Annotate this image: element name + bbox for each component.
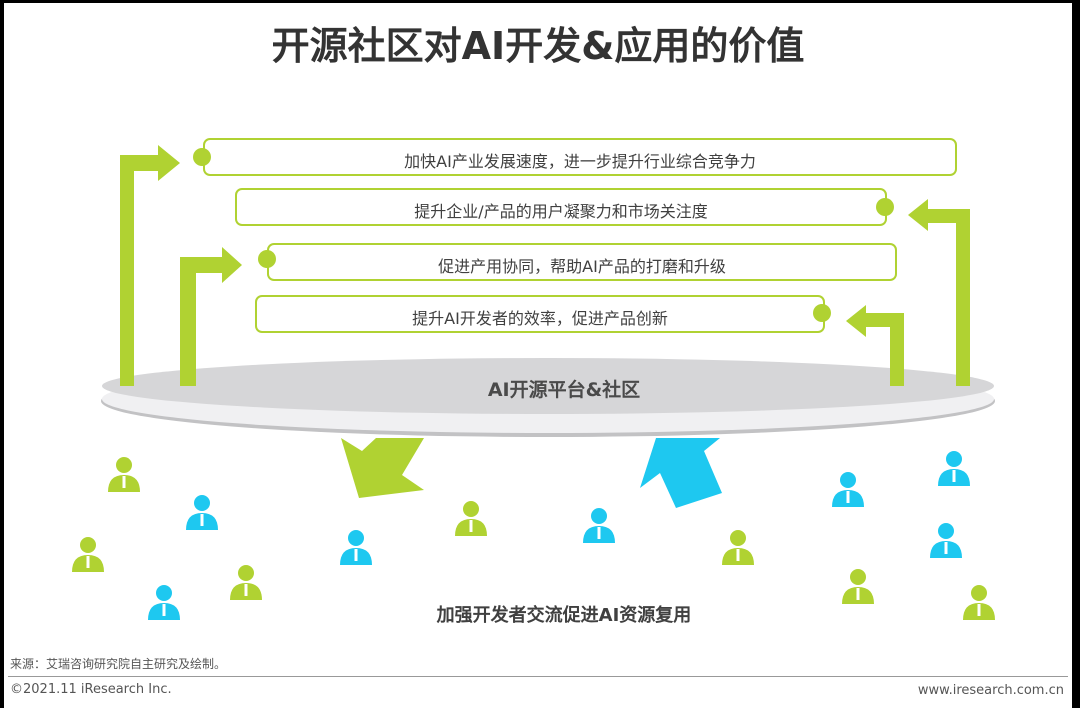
arrow-icon	[341, 438, 424, 498]
page-title: 开源社区对AI开发&应用的价值	[271, 24, 805, 68]
arrow-icon	[120, 145, 180, 386]
person-icon	[583, 508, 615, 543]
value-text-3: 促进产用协同，帮助AI产品的打磨和升级	[438, 257, 726, 276]
person-icon	[938, 451, 970, 486]
connector-dot	[876, 198, 894, 216]
person-icon	[963, 585, 995, 620]
person-icon	[108, 457, 140, 492]
person-icon	[455, 501, 487, 536]
value-text-4: 提升AI开发者的效率，促进产品创新	[412, 309, 668, 328]
value-text-2: 提升企业/产品的用户凝聚力和市场关注度	[414, 202, 708, 221]
value-box-4	[255, 295, 831, 333]
person-icon	[230, 565, 262, 600]
value-text-1: 加快AI产业发展速度，进一步提升行业综合竞争力	[404, 152, 756, 171]
people-group	[72, 451, 995, 620]
connector-dot	[258, 250, 276, 268]
person-icon	[930, 523, 962, 558]
value-box-2	[235, 188, 894, 226]
value-box-3	[258, 243, 897, 281]
person-icon	[842, 569, 874, 604]
copyright: ©2021.11 iResearch Inc.	[10, 682, 172, 697]
arrow-icon	[180, 247, 242, 386]
value-box-1	[193, 138, 957, 176]
person-icon	[722, 530, 754, 565]
source-note: 来源：艾瑞咨询研究院自主研究及绘制。	[10, 657, 227, 671]
platform-disc	[101, 358, 995, 437]
arrow-icon	[846, 305, 904, 386]
slide: 开源社区对AI开发&应用的价值	[4, 3, 1072, 708]
arrow-icon	[908, 199, 970, 386]
person-icon	[72, 537, 104, 572]
connector-dot	[193, 148, 211, 166]
person-icon	[832, 472, 864, 507]
person-icon	[148, 585, 180, 620]
person-icon	[186, 495, 218, 530]
person-icon	[340, 530, 372, 565]
arrow-icon	[640, 438, 722, 508]
connector-dot	[813, 304, 831, 322]
platform-label: AI开源平台&社区	[487, 379, 641, 401]
website-link[interactable]: www.iresearch.com.cn	[917, 683, 1064, 698]
diagram-canvas	[72, 138, 995, 620]
footer-divider	[8, 676, 1068, 677]
community-label: 加强开发者交流促进AI资源复用	[436, 605, 692, 626]
